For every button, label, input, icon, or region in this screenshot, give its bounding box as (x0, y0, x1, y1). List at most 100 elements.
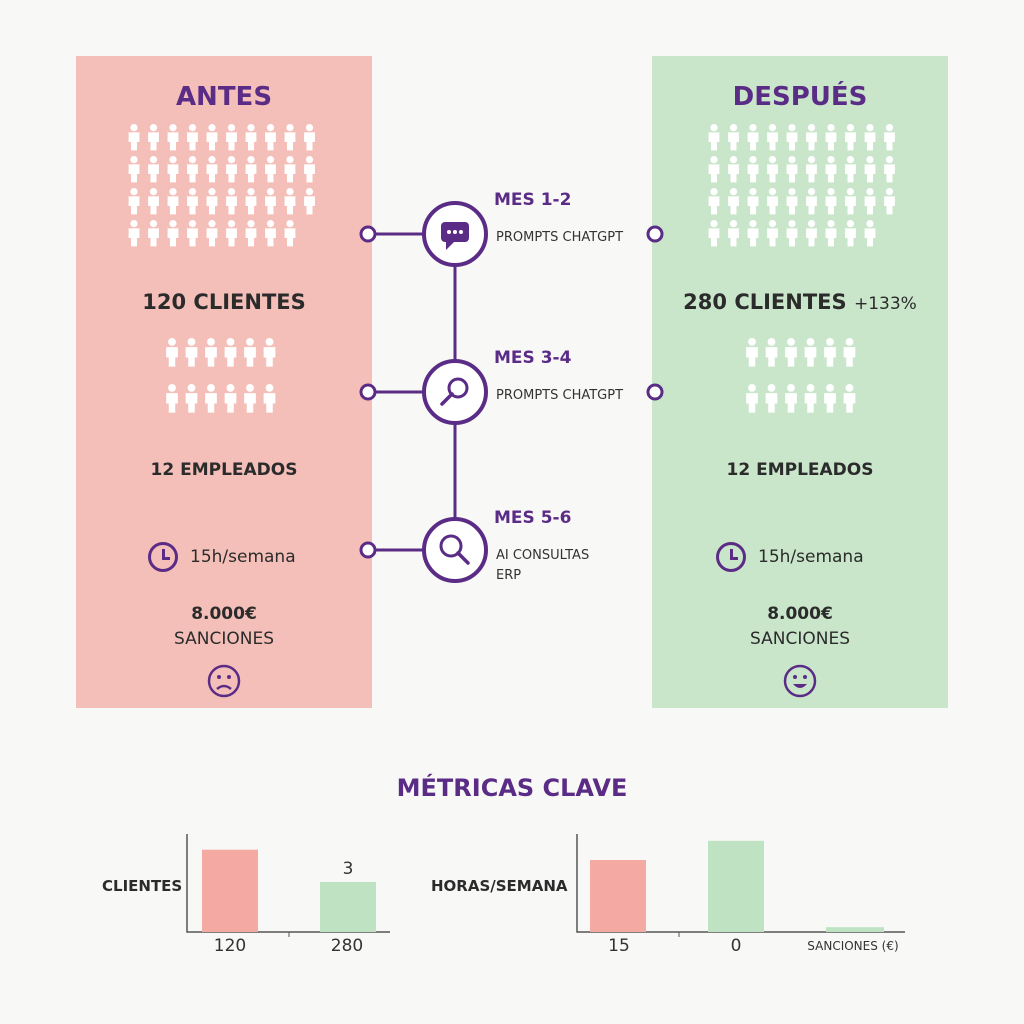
person-icon (148, 124, 159, 151)
timeline-connector-2 (359, 383, 664, 401)
timeline-step-2-sub: PROMPTS CHATGPT (496, 388, 624, 403)
person-icon (728, 124, 739, 151)
person-icon (824, 338, 836, 367)
person-icon (747, 220, 759, 247)
person-icon (245, 156, 257, 183)
person-icon (128, 156, 140, 183)
person-icon (128, 220, 140, 247)
person-icon (767, 156, 778, 183)
person-icon (205, 384, 217, 413)
clock-icon (148, 542, 178, 572)
person-icon (206, 156, 218, 183)
after-clients-change: +133% (853, 294, 917, 314)
person-icon (728, 220, 739, 247)
person-icon (265, 188, 276, 215)
timeline-step-1-sub: PROMPTS CHATGPT (496, 230, 624, 245)
person-icon (767, 124, 778, 151)
person-icon (708, 156, 720, 183)
person-icon (166, 384, 178, 413)
person-icon (804, 338, 817, 367)
person-icon (825, 156, 837, 183)
person-icon (806, 220, 817, 247)
person-icon (304, 156, 315, 183)
person-icon (708, 220, 720, 247)
after-sanctions-amount: 8.000€ (767, 604, 833, 624)
search-icon (422, 517, 488, 583)
person-icon (245, 188, 257, 215)
person-icon (845, 220, 856, 247)
chart-bar-1 (590, 860, 646, 932)
chart-1-ylabel: CLIENTES (102, 877, 183, 895)
person-icon (804, 384, 817, 413)
person-icon (166, 338, 178, 367)
person-icon (263, 338, 276, 367)
person-icon (167, 188, 179, 215)
before-clients: 120 CLIENTES (142, 290, 306, 314)
chart-data-label: 3 (343, 859, 354, 879)
person-icon (185, 384, 198, 413)
person-icon (187, 188, 198, 215)
person-icon (284, 220, 296, 247)
person-icon (746, 384, 758, 413)
person-icon (167, 220, 179, 247)
person-icon (263, 384, 276, 413)
person-icon (148, 188, 159, 215)
search-icon (422, 359, 488, 425)
person-icon (864, 220, 876, 247)
person-icon (284, 188, 296, 215)
after-sanctions-label: SANCIONES (750, 629, 850, 649)
after-clients-text: 280 CLIENTES (683, 290, 847, 314)
person-icon (187, 220, 198, 247)
person-icon (148, 156, 159, 183)
person-icon (884, 124, 895, 151)
person-icon (224, 338, 237, 367)
person-icon (806, 188, 817, 215)
chart-1-tick-2: 280 (330, 936, 364, 956)
person-icon (765, 338, 778, 367)
person-icon (265, 156, 276, 183)
person-icon (226, 156, 237, 183)
person-icon (825, 220, 837, 247)
person-icon (284, 156, 296, 183)
chat-icon (422, 201, 488, 267)
before-title: ANTES (175, 82, 273, 112)
chart-bar-2 (320, 881, 376, 932)
customers-people-icon-grid (128, 124, 315, 247)
person-icon (786, 156, 798, 183)
before-sanctions-amount: 8.000€ (191, 604, 257, 624)
person-icon (845, 156, 856, 183)
person-icon (884, 156, 895, 183)
person-icon (226, 124, 237, 151)
chart-axis (576, 834, 905, 933)
person-icon (747, 188, 759, 215)
person-icon (708, 188, 720, 215)
person-icon (284, 124, 296, 151)
chart-2-tick-3: SANCIONES (€) (807, 939, 899, 953)
person-icon (206, 124, 218, 151)
sad-face-icon (207, 664, 241, 698)
before-sanctions-label: SANCIONES (174, 629, 274, 649)
after-clients: 280 CLIENTES +133% (652, 290, 948, 314)
person-icon (747, 124, 759, 151)
person-icon (167, 124, 179, 151)
person-icon (728, 156, 739, 183)
person-icon (786, 124, 798, 151)
person-icon (864, 188, 876, 215)
person-icon (205, 338, 217, 367)
person-icon (148, 220, 159, 247)
timeline-connector-3 (359, 541, 424, 559)
person-icon (824, 384, 836, 413)
person-icon (224, 384, 237, 413)
after-hours-text: 15h/semana (758, 547, 864, 567)
timeline-step-3-sub2: ERP (496, 568, 522, 583)
person-icon (728, 188, 739, 215)
person-icon (884, 188, 895, 215)
person-icon (785, 338, 797, 367)
chart-bar-3 (826, 927, 884, 932)
person-icon (226, 188, 237, 215)
person-icon (806, 156, 817, 183)
timeline-step-2-label: MES 3-4 (494, 348, 572, 368)
person-icon (845, 188, 856, 215)
chart-2-tick-1: 15 (608, 936, 630, 956)
person-icon (747, 156, 759, 183)
